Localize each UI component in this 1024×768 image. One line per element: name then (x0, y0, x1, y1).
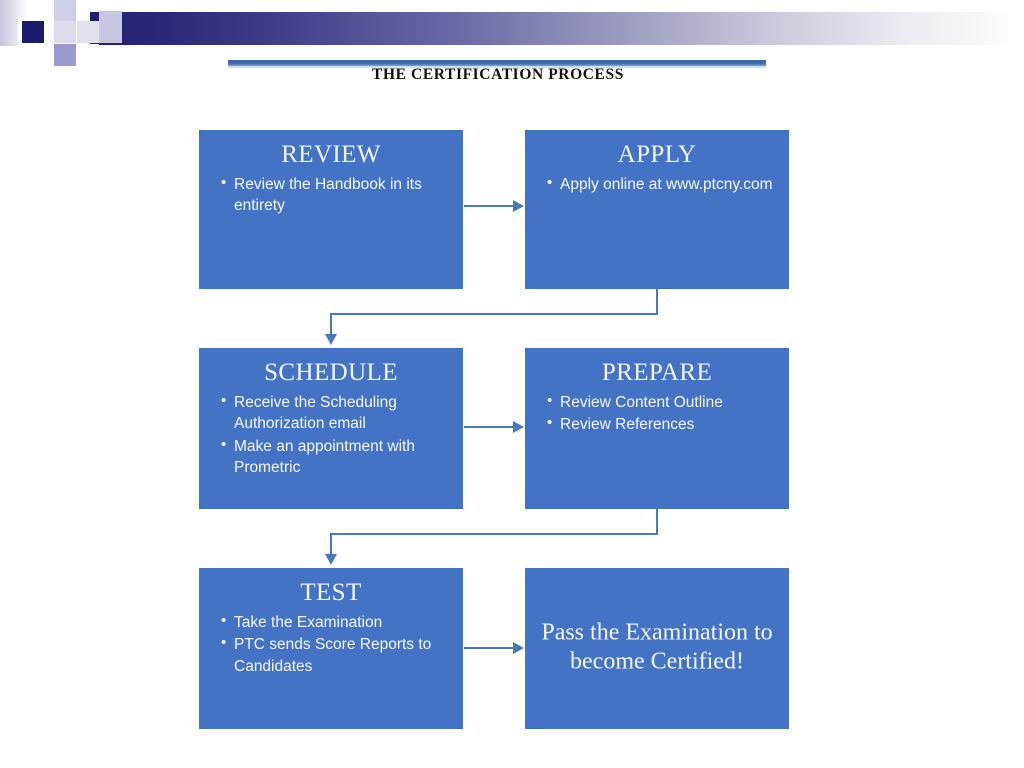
connector-prepare-down (656, 509, 658, 535)
step-bullet-list: Review Content Outline Review References (525, 391, 789, 436)
list-item: Make an appointment with Prometric (221, 435, 453, 479)
connector-schedule-to-prepare (464, 426, 514, 428)
step-bullet-list: Apply online at www.ptcny.com (525, 173, 789, 195)
slide-header-decoration (0, 0, 1024, 70)
deco-square-4 (54, 44, 76, 66)
list-item: Review References (547, 413, 779, 435)
certified-callout: Pass the Examination to become Certified… (541, 619, 773, 675)
flow-step-schedule[interactable]: SCHEDULE Receive the Scheduling Authoriz… (199, 348, 463, 509)
deco-square-6 (99, 0, 122, 11)
arrow-head-apply-to-schedule (325, 334, 337, 345)
arrow-head-schedule-to-prepare (513, 421, 524, 433)
deco-square-7 (99, 11, 122, 43)
deco-square-3 (54, 21, 76, 43)
connector-apply-down (656, 289, 658, 315)
step-bullet-list: Receive the Scheduling Authorization ema… (199, 391, 463, 479)
connector-test-down (330, 533, 332, 557)
flow-step-certified[interactable]: Pass the Examination to become Certified… (525, 568, 789, 729)
title-rule (228, 60, 766, 68)
list-item: PTC sends Score Reports to Candidates (221, 633, 453, 677)
list-item: Take the Examination (221, 611, 453, 633)
flow-step-review[interactable]: REVIEW Review the Handbook in its entire… (199, 130, 463, 289)
deco-square-navy (22, 21, 44, 43)
list-item: Receive the Scheduling Authorization ema… (221, 391, 453, 435)
step-bullet-list: Take the Examination PTC sends Score Rep… (199, 611, 463, 677)
connector-apply-to-schedule-horizontal (330, 313, 658, 315)
step-heading: PREPARE (601, 359, 713, 386)
list-item: Apply online at www.ptcny.com (547, 173, 779, 195)
flow-step-test[interactable]: TEST Take the Examination PTC sends Scor… (199, 568, 463, 729)
page-title: THE CERTIFICATION PROCESS (372, 66, 624, 83)
flow-step-prepare[interactable]: PREPARE Review Content Outline Review Re… (525, 348, 789, 509)
list-item: Review Content Outline (547, 391, 779, 413)
connector-test-to-certified (464, 647, 514, 649)
step-bullet-list: Review the Handbook in its entirety (199, 173, 463, 217)
arrow-head-review-to-apply (513, 200, 524, 212)
arrow-head-test-to-certified (513, 642, 524, 654)
step-heading: APPLY (617, 141, 697, 168)
list-item: Review the Handbook in its entirety (221, 173, 453, 217)
deco-square-outline (18, 17, 48, 47)
arrow-head-prepare-to-test (325, 554, 337, 565)
deco-square-8 (77, 44, 99, 57)
step-heading: REVIEW (281, 141, 381, 168)
deco-square-2 (54, 0, 76, 21)
flow-step-apply[interactable]: APPLY Apply online at www.ptcny.com (525, 130, 789, 289)
deco-square-5 (77, 21, 99, 43)
connector-review-to-apply (464, 205, 514, 207)
connector-schedule-down (330, 313, 332, 337)
step-heading: SCHEDULE (264, 359, 398, 386)
header-gradient-bar (90, 12, 1010, 45)
connector-prepare-to-test-horizontal (330, 533, 658, 535)
step-heading: TEST (300, 579, 362, 606)
